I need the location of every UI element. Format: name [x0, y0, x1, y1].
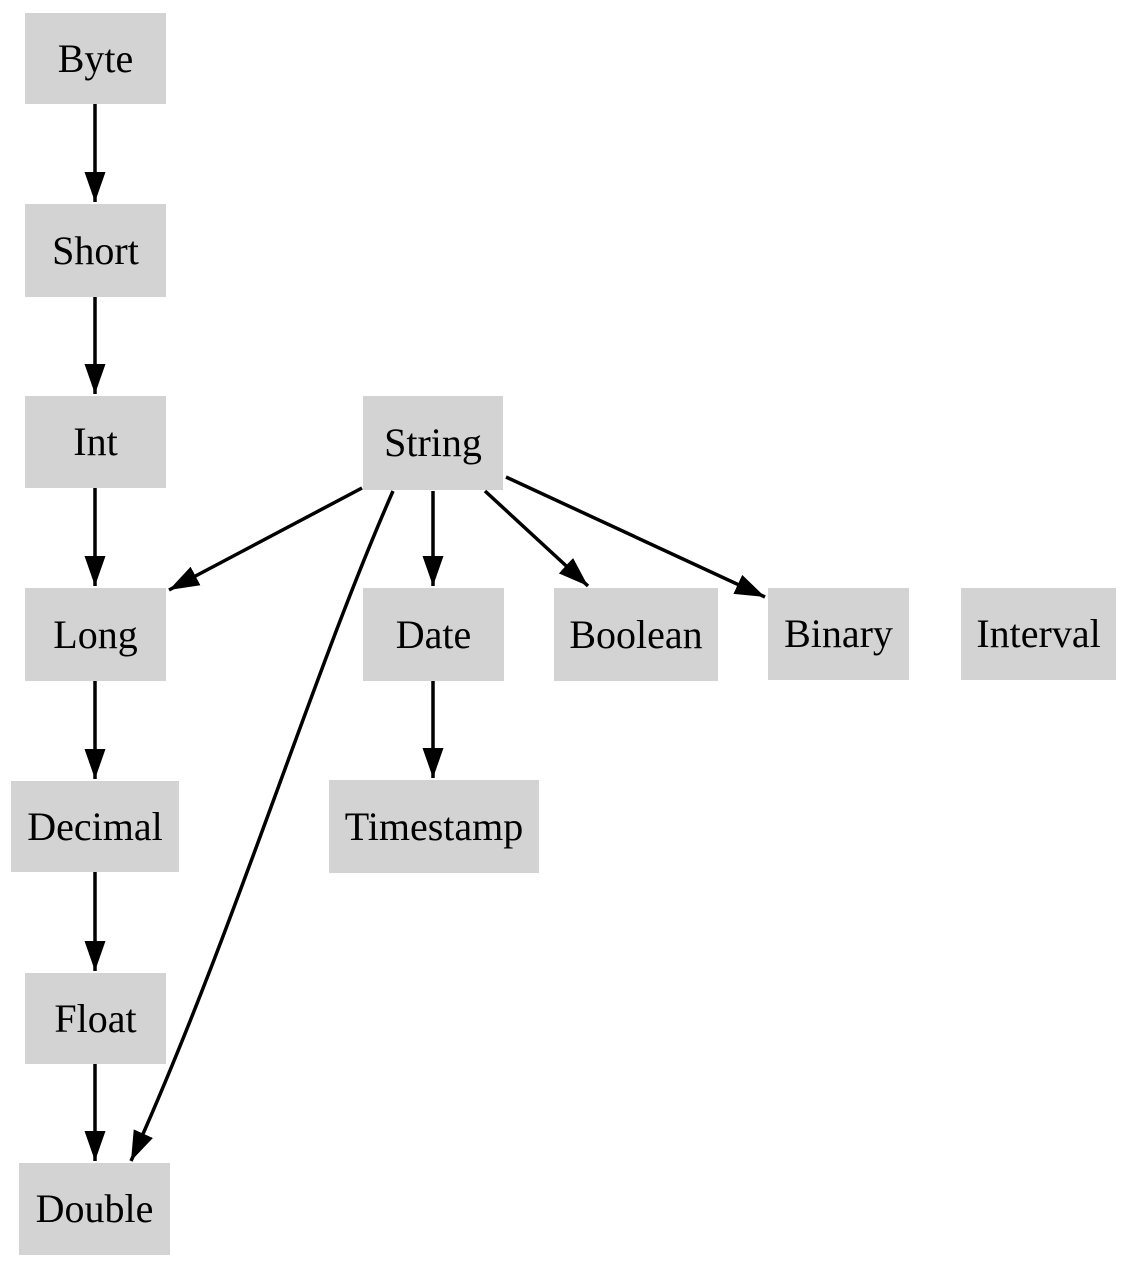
- node-timestamp-label: Timestamp: [344, 803, 524, 849]
- node-string: String: [363, 396, 503, 490]
- node-interval: Interval: [961, 588, 1116, 680]
- node-date: Date: [363, 588, 504, 681]
- node-interval-label: Interval: [976, 611, 1101, 656]
- node-long-label: Long: [53, 611, 138, 657]
- node-boolean: Boolean: [554, 588, 718, 681]
- node-int: Int: [25, 396, 166, 488]
- node-decimal-label: Decimal: [27, 803, 163, 849]
- node-double-label: Double: [35, 1186, 154, 1231]
- node-long: Long: [25, 588, 166, 681]
- node-string-label: String: [384, 420, 482, 465]
- node-decimal: Decimal: [11, 781, 179, 872]
- node-int-label: Int: [73, 419, 118, 464]
- node-float-label: Float: [54, 995, 137, 1041]
- node-short-label: Short: [52, 227, 139, 273]
- edge-string-boolean: [483, 489, 590, 588]
- node-short: Short: [25, 204, 166, 297]
- node-binary-label: Binary: [784, 611, 893, 656]
- edge-string-long: [168, 486, 363, 592]
- edge-string-binary: [505, 475, 766, 599]
- node-float: Float: [25, 973, 166, 1064]
- node-timestamp: Timestamp: [329, 780, 539, 873]
- node-binary: Binary: [768, 588, 909, 680]
- node-date-label: Date: [395, 611, 472, 657]
- node-boolean-label: Boolean: [569, 611, 703, 657]
- node-byte-label: Byte: [57, 35, 134, 81]
- edge-string-double: [129, 490, 395, 1162]
- node-byte: Byte: [25, 13, 166, 104]
- node-double: Double: [19, 1163, 170, 1255]
